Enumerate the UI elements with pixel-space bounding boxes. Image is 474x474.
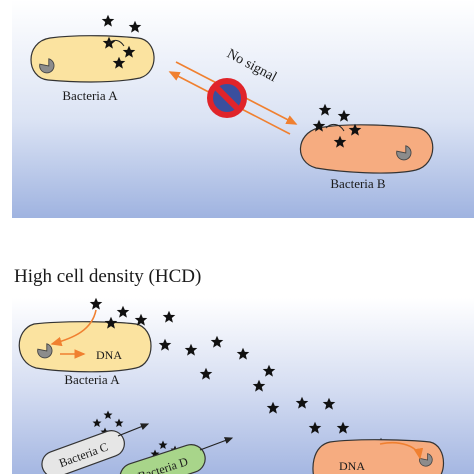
bacteria-c-body (41, 430, 125, 474)
bacteria-d-body (119, 444, 206, 474)
label-dna-e: DNA (339, 459, 365, 473)
bacteria-b-cell (299, 124, 434, 174)
top-panel: Bacteria A No signal Bacteria B (12, 0, 474, 218)
prohibition-icon (207, 78, 247, 118)
heading-hcd: High cell density (HCD) (14, 266, 201, 287)
bacteria-e-cell: DNA (312, 439, 444, 474)
bottom-panel: DNA Bacteria A (12, 297, 474, 474)
signal-curve-b (325, 123, 345, 132)
label-bacteria-a-top: Bacteria A (62, 88, 118, 103)
bacteria-e-body (312, 439, 444, 474)
arrow-icon (199, 437, 234, 451)
arrow-icon (379, 442, 424, 460)
signal-curve-a (107, 39, 125, 47)
bacteria-b-body (299, 124, 434, 174)
label-dna-a: DNA (96, 348, 122, 362)
arrow-icon (117, 423, 150, 437)
label-bacteria-a-hcd: Bacteria A (64, 372, 120, 387)
arrow-icon (50, 309, 97, 347)
label-bacteria-b: Bacteria B (330, 176, 386, 191)
bacteria-d-cell: Bacteria D (119, 444, 206, 474)
bacteria-a-cell (30, 35, 155, 83)
bacteria-a-body (30, 35, 155, 83)
